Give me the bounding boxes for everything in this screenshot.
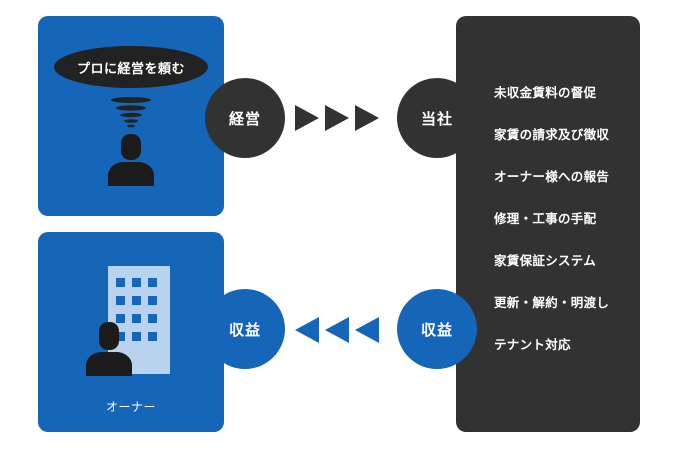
company-label: 当社 [420,109,453,128]
company-services-panel: 未収金賃料の督促 家賃の請求及び徴収 オーナー様への報告 修理・工事の手配 家賃… [456,16,640,432]
speech-bubble: プロに経営を頼む [54,46,208,88]
person-icon [108,134,154,186]
bubble-text: プロに経営を頼む [76,61,185,77]
management-circle: 経営 [205,78,285,158]
arrow-right-icon [295,105,319,131]
service-item: テナント対応 [494,337,571,352]
owner-panel: オーナー [38,232,224,432]
service-item: 家賃保証システム [494,253,597,268]
owner-label: オーナー [105,400,156,414]
arrow-left-icon [355,317,379,343]
service-item: 未収金賃料の督促 [494,85,597,100]
arrows-left [295,317,379,343]
arrows-right [295,105,379,131]
profit-label: 収益 [420,320,453,339]
services-list: 未収金賃料の督促 家賃の請求及び徴収 オーナー様への報告 修理・工事の手配 家賃… [494,84,609,378]
service-item: 修理・工事の手配 [494,211,597,226]
profit-circle-owner: 収益 [205,289,285,369]
owner-request-panel: プロに経営を頼む [38,16,224,216]
service-item: 家賃の請求及び徴収 [494,127,610,142]
service-item: 更新・解約・明渡し [494,295,610,310]
sound-waves-icon [111,97,151,128]
arrow-right-icon [325,105,349,131]
arrow-left-icon [325,317,349,343]
arrow-right-icon [355,105,379,131]
service-item: オーナー様への報告 [494,169,610,184]
management-label: 経営 [228,109,261,128]
profit-label: 収益 [228,320,261,339]
arrow-left-icon [295,317,319,343]
profit-circle-company: 収益 [397,289,477,369]
person-icon [86,322,132,376]
